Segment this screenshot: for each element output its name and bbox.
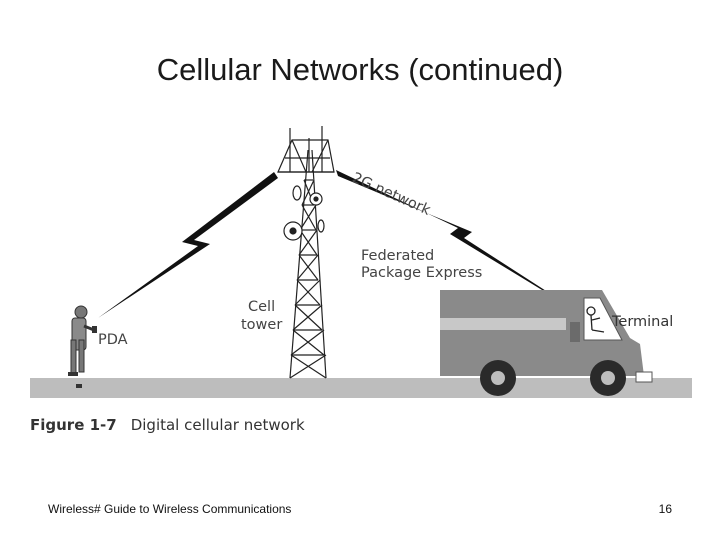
truck-label-line1: Federated bbox=[361, 248, 435, 264]
cell-tower bbox=[277, 126, 335, 379]
lightning-bolt-left bbox=[98, 172, 278, 318]
tower-label-line2: tower bbox=[241, 317, 283, 333]
slide-title: Cellular Networks (continued) bbox=[156, 52, 564, 87]
terminal-label: Terminal bbox=[612, 314, 674, 330]
lightning-bolt-right bbox=[336, 170, 588, 318]
pda-label: PDA bbox=[98, 332, 128, 348]
ground bbox=[30, 378, 692, 398]
tower-label-line1: Cell bbox=[248, 299, 276, 315]
tower-dishes bbox=[283, 185, 325, 241]
footer-text: Wireless# Guide to Wireless Communicatio… bbox=[48, 502, 292, 516]
figure-caption-text: Digital cellular network bbox=[130, 416, 305, 434]
person-with-pda bbox=[68, 305, 97, 388]
truck-label-line2: Package Express bbox=[361, 265, 483, 281]
truck-driver bbox=[586, 306, 605, 333]
page-number: 16 bbox=[658, 502, 672, 516]
figure-number: Figure 1-7 bbox=[30, 416, 117, 434]
figure-caption: Figure 1-7 Digital cellular network bbox=[30, 416, 305, 434]
